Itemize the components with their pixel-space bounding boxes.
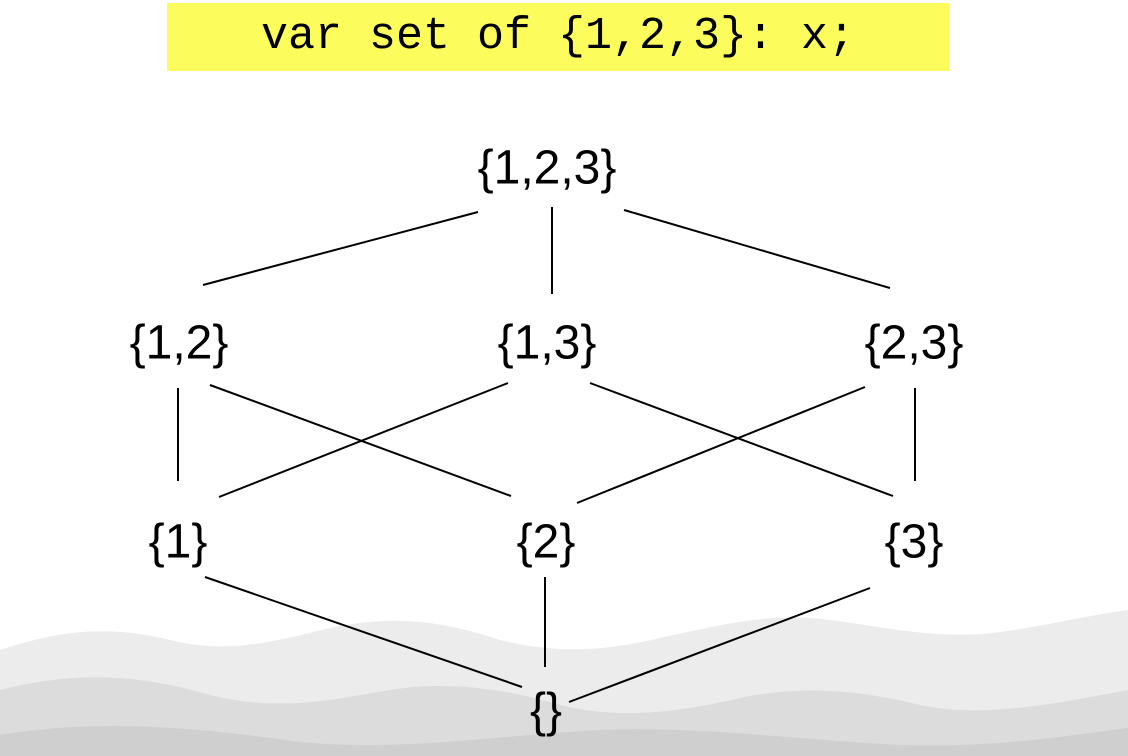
node-set-12: {1,2} xyxy=(129,316,229,370)
node-set-1: {1} xyxy=(148,515,208,569)
edge-13-to-1 xyxy=(218,382,509,498)
node-set-23: {2,3} xyxy=(864,316,964,370)
edge-123-to-23 xyxy=(623,209,891,289)
edge-23-to-2 xyxy=(576,386,866,504)
edge-3-to-empty xyxy=(568,587,871,703)
edge-13-to-3 xyxy=(589,382,894,497)
node-set-2: {2} xyxy=(516,515,576,569)
code-declaration: var set of {1,2,3}: x; xyxy=(167,3,949,71)
edge-1-to-empty xyxy=(204,576,523,688)
node-set-123: {1,2,3} xyxy=(477,141,617,195)
edge-123-to-12 xyxy=(202,211,479,286)
node-set-3: {3} xyxy=(884,515,944,569)
node-empty-set: {} xyxy=(529,684,563,738)
node-set-13: {1,3} xyxy=(497,316,597,370)
